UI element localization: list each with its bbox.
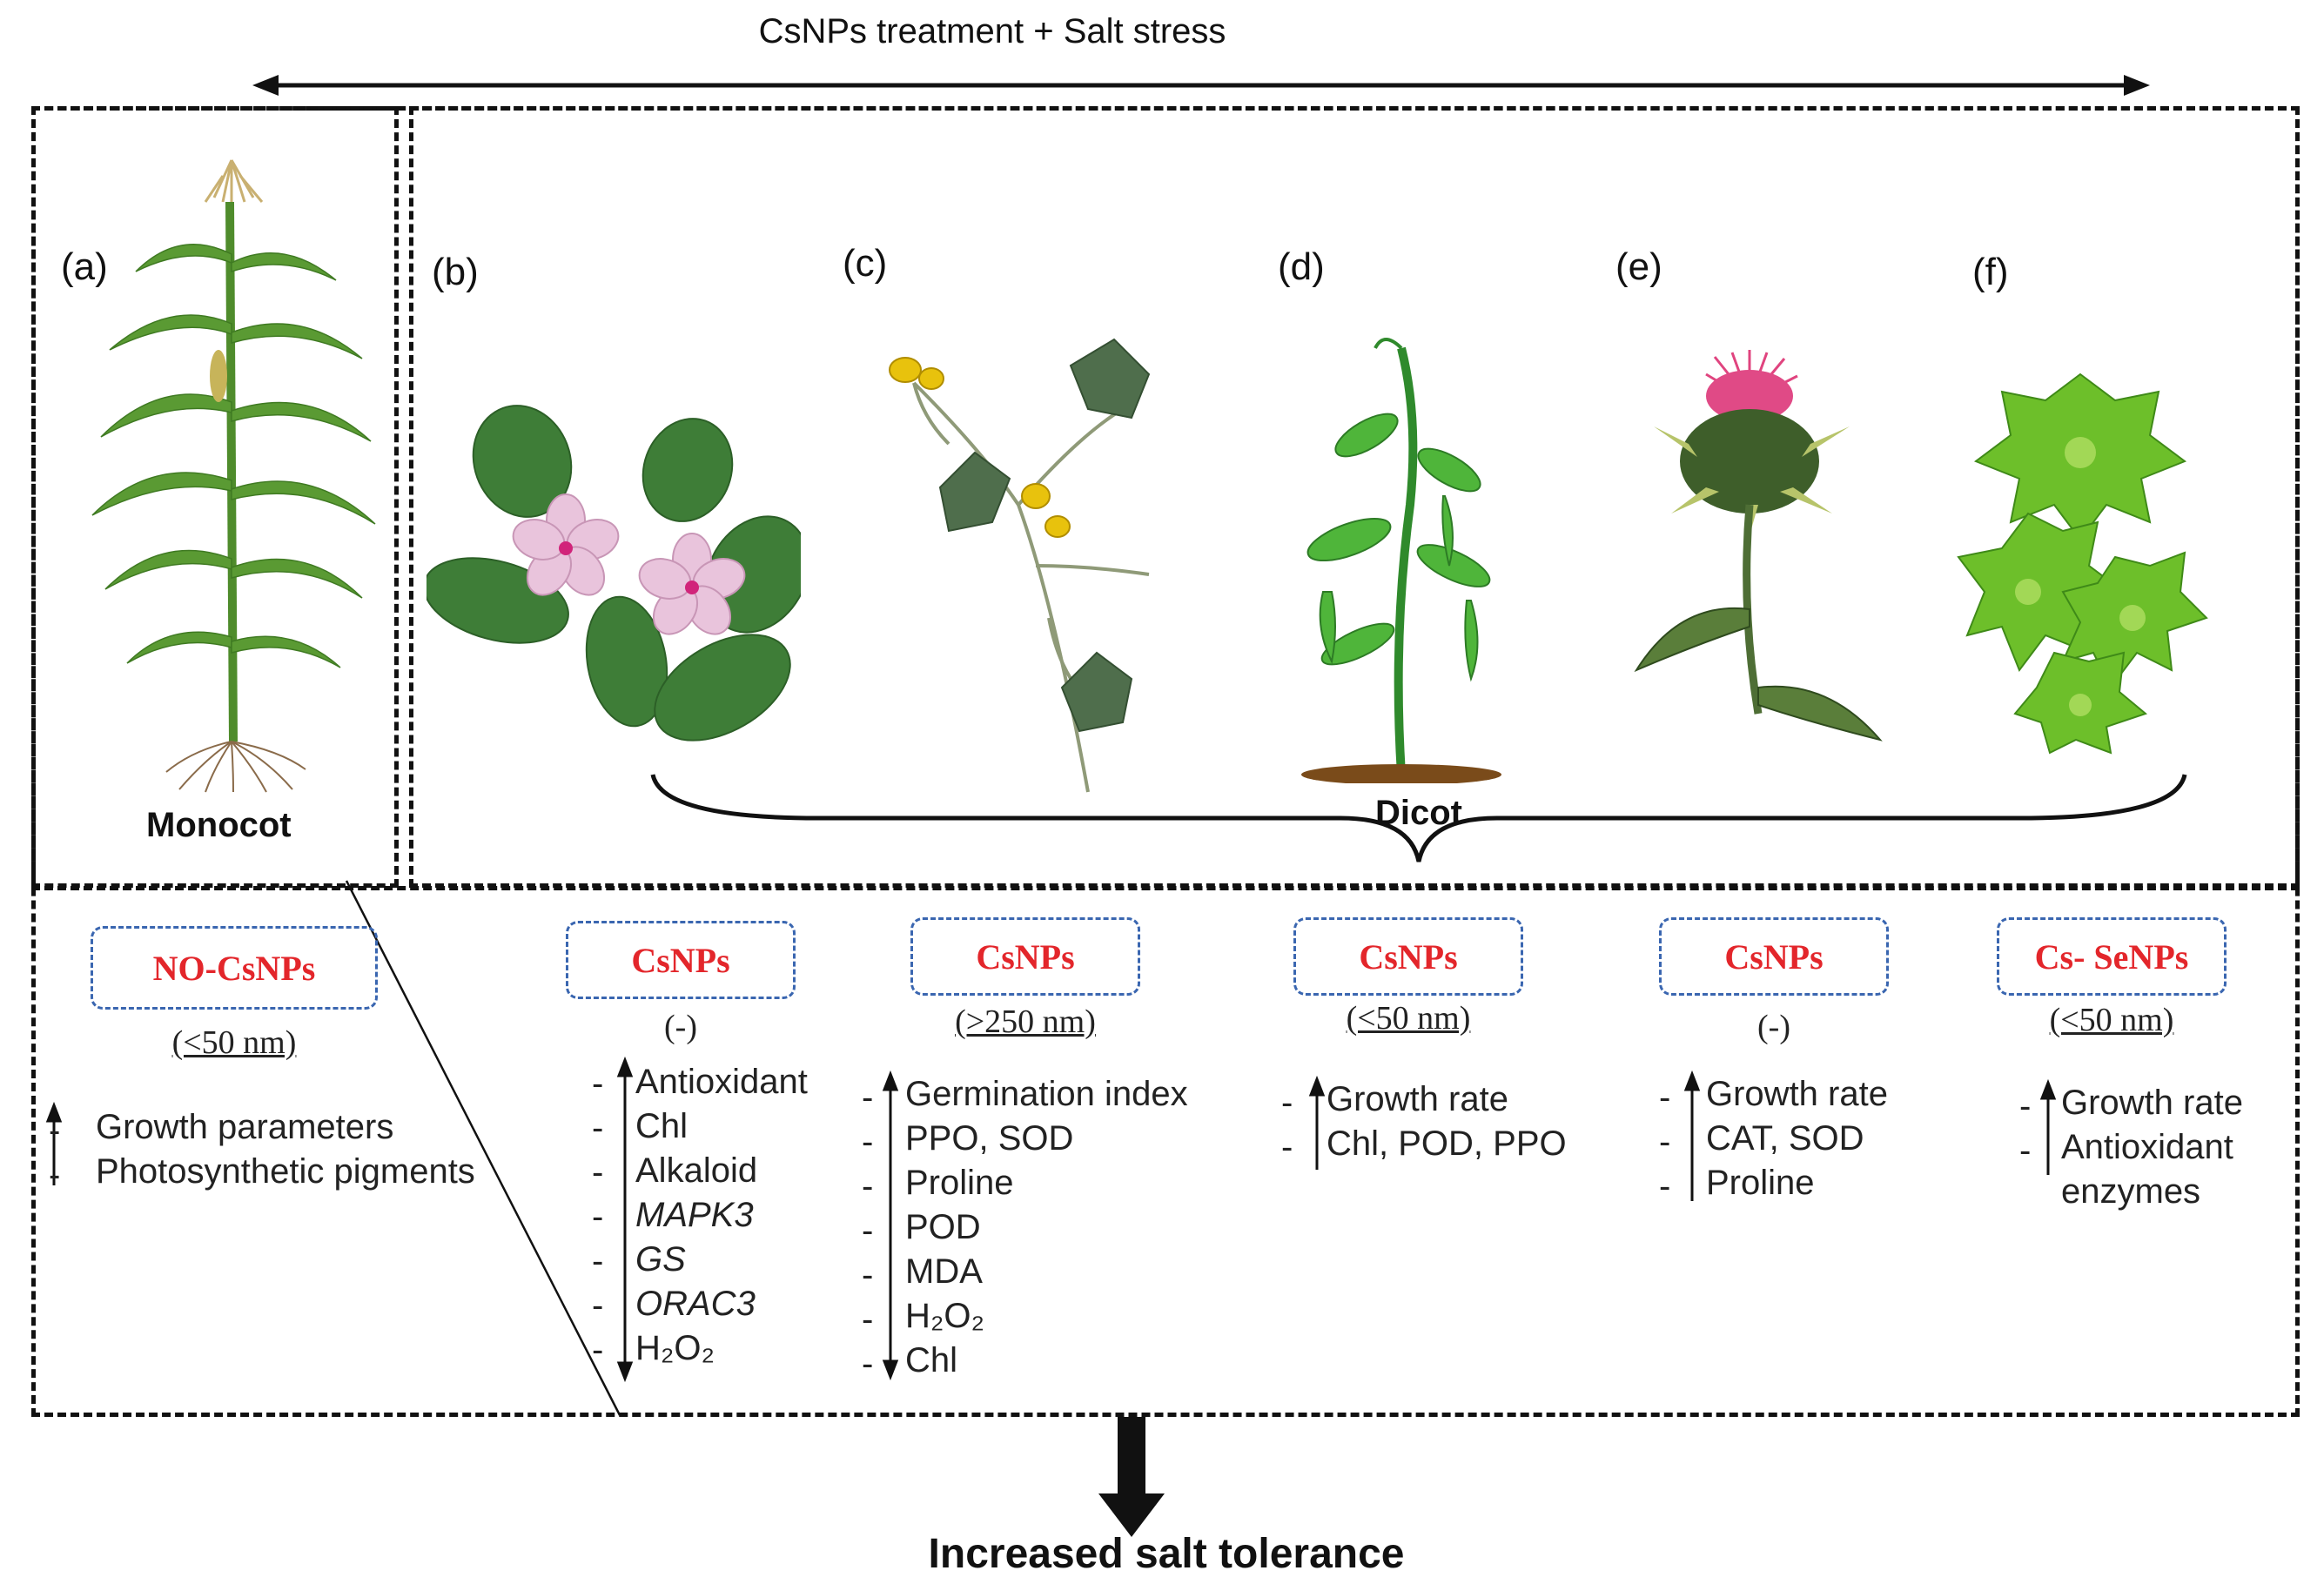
effect-item: Chl xyxy=(635,1107,688,1145)
panel-label-f: (f) xyxy=(1972,251,2009,293)
dash-a: -- xyxy=(49,1111,61,1194)
dash-e: --- xyxy=(1659,1078,1671,1205)
effect-item: Growth parameters xyxy=(96,1108,394,1146)
monocot-label: Monocot xyxy=(146,806,292,844)
dash-c: ------- xyxy=(862,1078,874,1383)
effects-list-a: Growth parameters Photosynthetic pigment… xyxy=(96,1105,475,1194)
periwinkle-plant-icon xyxy=(427,405,801,742)
effect-item: H₂O₂ xyxy=(905,1297,985,1335)
size-label-f: (<50 nm) xyxy=(2049,1002,2174,1038)
pea-plant-icon xyxy=(1301,338,1501,783)
effect-item: CAT, SOD xyxy=(1706,1119,1864,1158)
effect-item: Chl, POD, PPO xyxy=(1327,1124,1567,1163)
dash-b: ------- xyxy=(592,1064,604,1369)
effect-item: enzymes xyxy=(2061,1172,2201,1211)
effect-item: PPO, SOD xyxy=(905,1119,1074,1158)
size-label-a: (<50 nm) xyxy=(171,1024,297,1061)
size-label-c: (>250 nm) xyxy=(955,1003,1096,1040)
result-arrow-icon xyxy=(1098,1417,1165,1537)
dicot-brace xyxy=(650,774,2187,862)
panel-label-b: (b) xyxy=(432,251,479,293)
effect-item: Proline xyxy=(1706,1164,1815,1202)
np-label-csnps-b: CsNPs xyxy=(566,921,796,999)
effect-item: Growth rate xyxy=(1706,1075,1888,1113)
monocot-box xyxy=(31,106,399,888)
np-label-no-csnps: NO-CsNPs xyxy=(91,926,378,1010)
size-label-e: (-) xyxy=(1757,1009,1790,1045)
size-label-d: (<50 nm) xyxy=(1346,1000,1471,1037)
dash-d: -- xyxy=(1281,1084,1293,1166)
effect-item: Antioxidant xyxy=(2061,1128,2233,1166)
double-arrow-icon xyxy=(252,75,2150,96)
effect-item: Alkaloid xyxy=(635,1151,758,1190)
effect-item: MDA xyxy=(905,1252,983,1291)
effect-item: POD xyxy=(905,1208,981,1246)
thistle-plant-icon xyxy=(1634,350,1883,742)
effects-list-c: Germination index PPO, SOD Proline POD M… xyxy=(905,1072,1188,1383)
leafy-plant-icon xyxy=(1957,373,2208,755)
effect-item: Antioxidant xyxy=(635,1063,808,1101)
np-label-csnps-d: CsNPs xyxy=(1293,917,1523,996)
effect-item: ORAC3 xyxy=(635,1285,756,1323)
dash-f: -- xyxy=(2019,1087,2032,1170)
yellow-flower-vine-icon xyxy=(889,338,1151,793)
np-label-cs-senps: Cs- SeNPs xyxy=(1997,917,2227,996)
effects-list-e: Growth rate CAT, SOD Proline xyxy=(1706,1072,1888,1205)
panel-label-a: (a) xyxy=(61,245,108,288)
effect-item: Proline xyxy=(905,1164,1014,1202)
effect-item: Growth rate xyxy=(2061,1084,2243,1122)
header-title: CsNPs treatment + Salt stress xyxy=(758,12,1226,50)
np-label-csnps-c: CsNPs xyxy=(910,917,1140,996)
effect-item: H₂O₂ xyxy=(635,1329,715,1367)
effect-item: GS xyxy=(635,1240,686,1279)
effect-item: Photosynthetic pigments xyxy=(96,1152,475,1191)
effect-item: MAPK3 xyxy=(635,1196,754,1234)
effect-item: Growth rate xyxy=(1327,1080,1508,1118)
dicot-box xyxy=(409,106,2300,888)
effects-list-b: Antioxidant Chl Alkaloid MAPK3 GS ORAC3 … xyxy=(635,1060,808,1371)
effects-list-d: Growth rate Chl, POD, PPO xyxy=(1327,1077,1567,1166)
panel-label-e: (e) xyxy=(1615,245,1662,288)
mid-divider xyxy=(31,886,2300,890)
effects-list-f: Growth rate Antioxidant enzymes xyxy=(2061,1081,2243,1214)
result-label: Increased salt tolerance xyxy=(928,1531,1405,1577)
maize-plant-icon xyxy=(91,159,376,793)
effect-item: Chl xyxy=(905,1341,958,1379)
panel-label-d: (d) xyxy=(1278,245,1325,288)
effect-item: Germination index xyxy=(905,1075,1188,1113)
np-label-csnps-e: CsNPs xyxy=(1659,917,1889,996)
panel-label-c: (c) xyxy=(843,242,888,285)
size-label-b: (-) xyxy=(664,1009,697,1045)
